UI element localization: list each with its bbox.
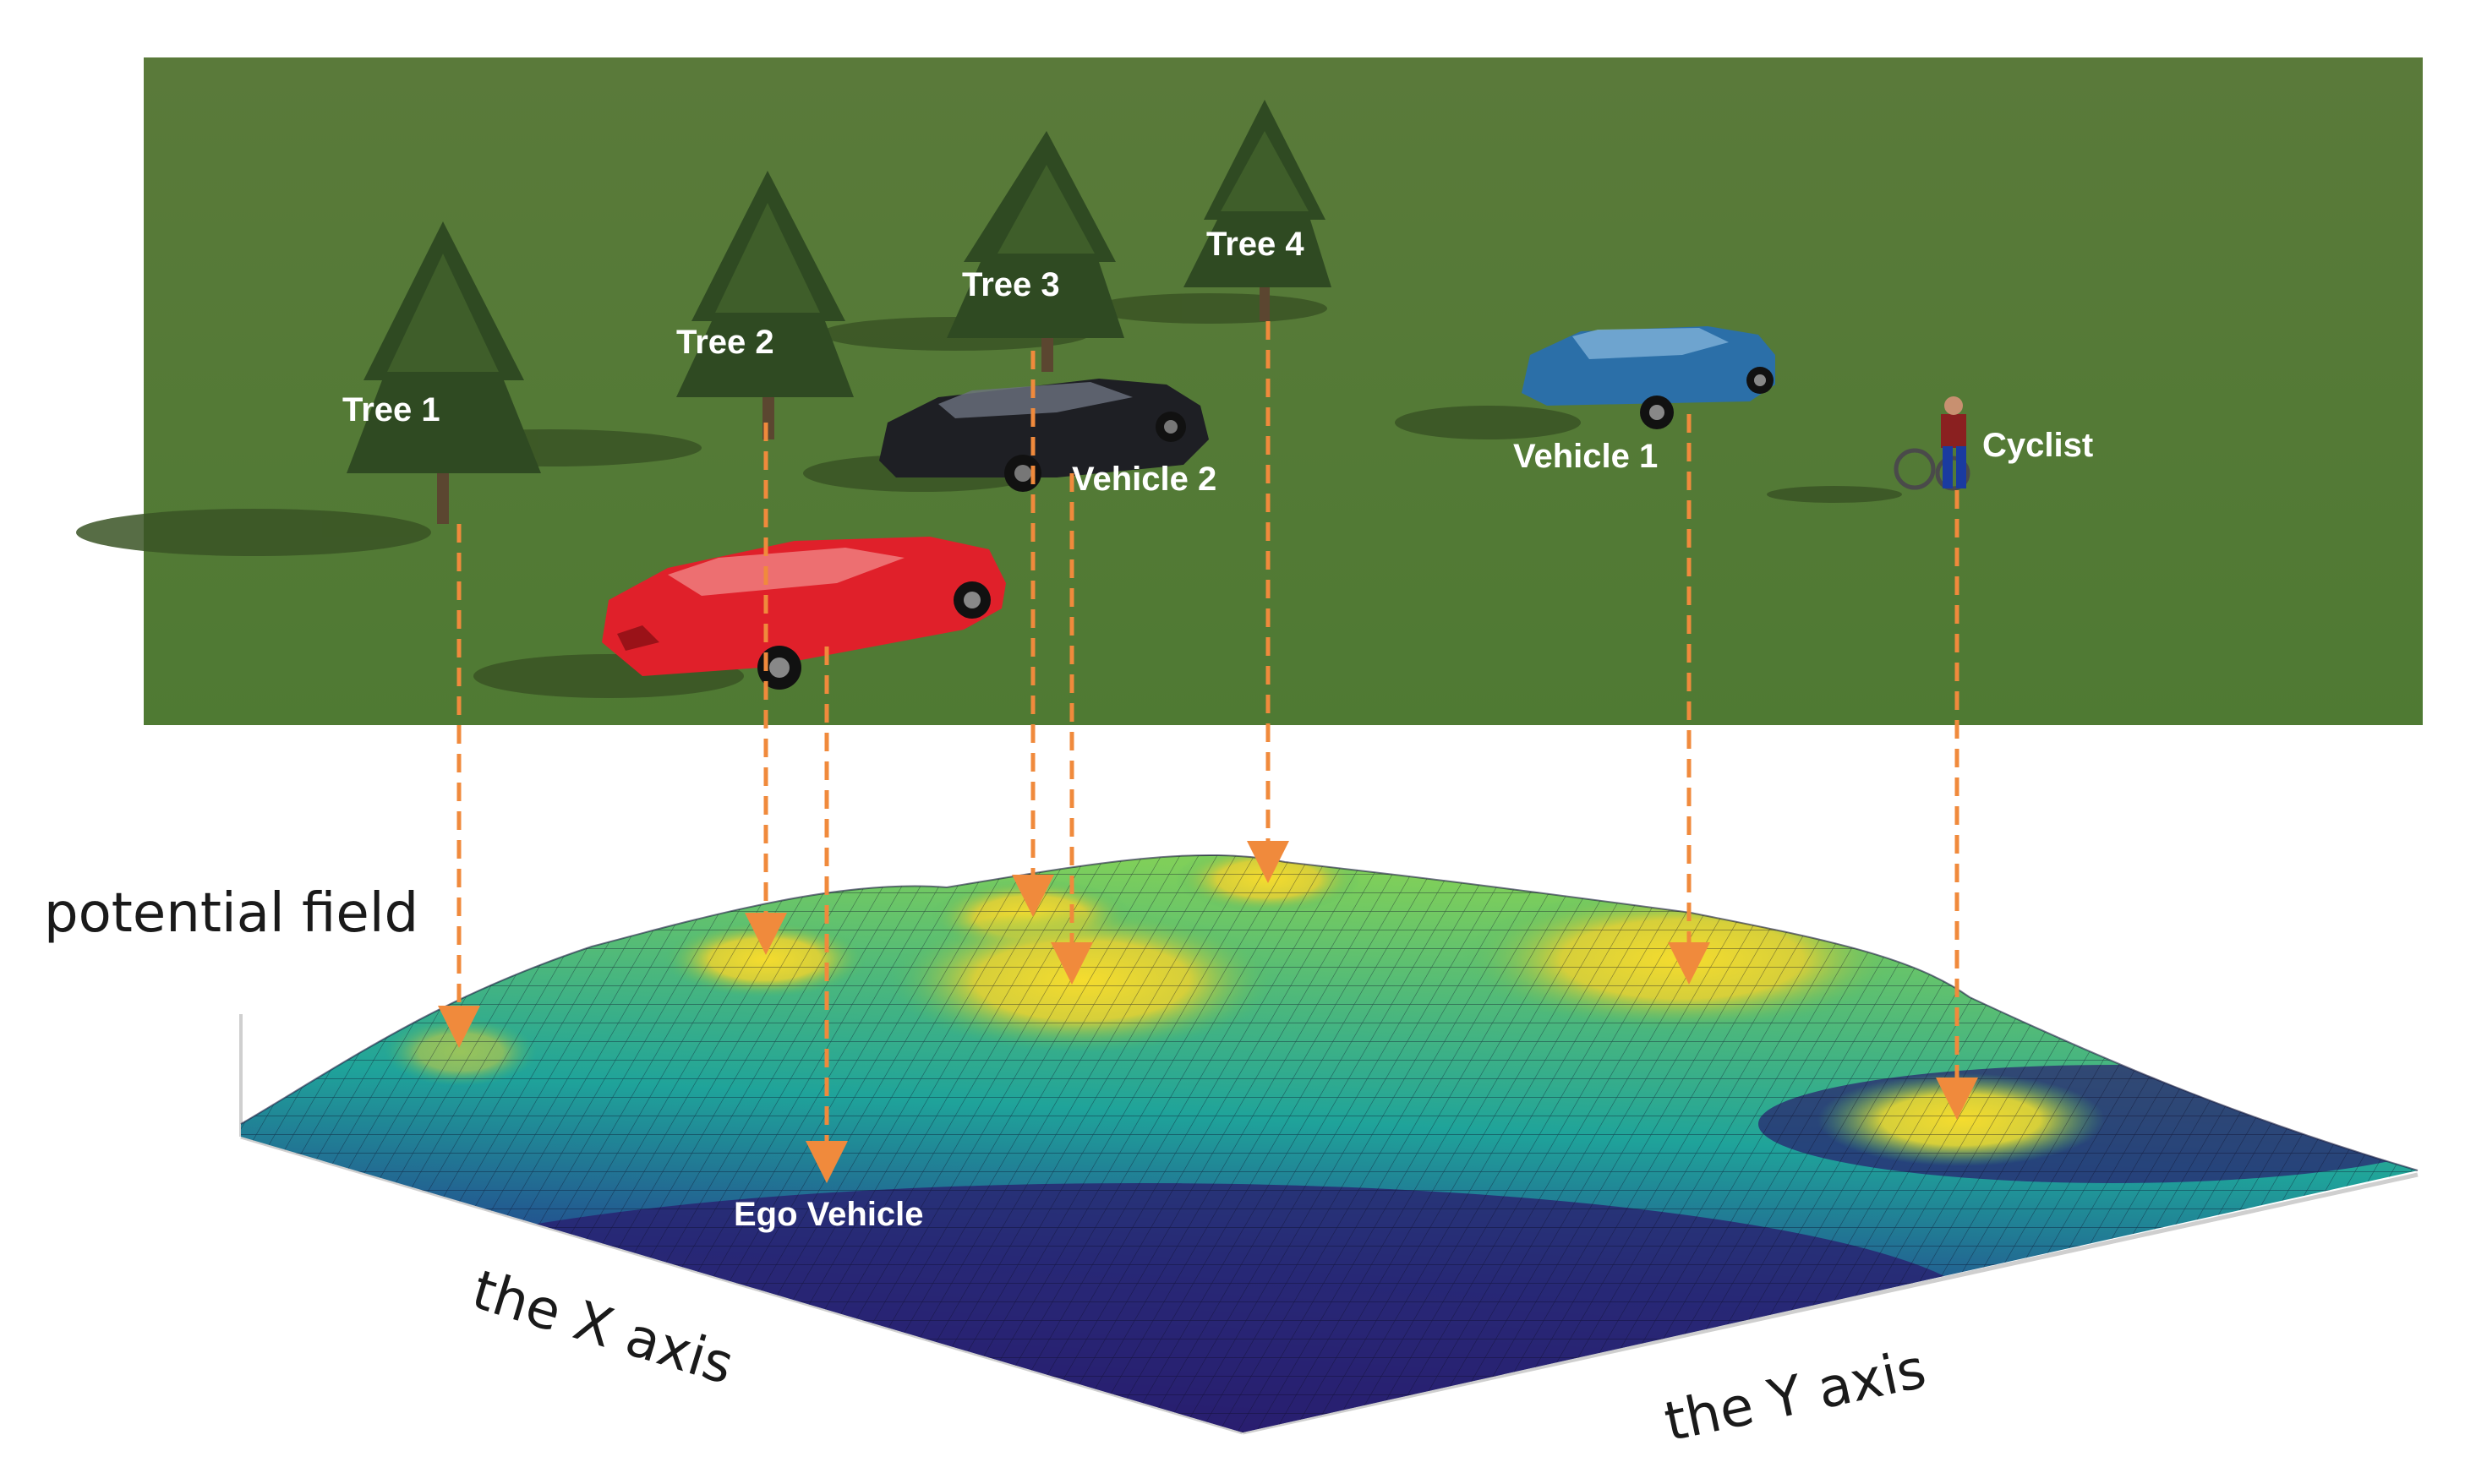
ego-vehicle-label: Ego Vehicle [734,1196,924,1233]
cyclist-graphic [1894,396,1970,491]
vehicle-2-label: Vehicle 2 [1072,461,1216,498]
tree-2-label: Tree 2 [676,324,774,361]
vehicle-1-label: Vehicle 1 [1513,438,1658,475]
tree-2-graphic [676,171,854,439]
vehicle-2-graphic [879,379,1209,492]
tree-1-label: Tree 1 [342,391,440,428]
tree-3-label: Tree 3 [962,266,1060,303]
tree-1-graphic [347,221,541,524]
y-axis-label: the Y axis [1659,1338,1932,1454]
tree-4-graphic [1183,100,1331,321]
ego-vehicle-graphic [602,537,1006,690]
potential-field-surface [239,854,2419,1435]
scene-panel: Tree 1 Tree 2 Tree 3 Tree 4 Vehicle 2 Ve… [76,57,2423,725]
tree-4-label: Tree 4 [1206,226,1304,263]
potential-field-label: potential field [44,882,418,945]
projection-arrows [438,321,1978,1183]
cyclist-label: Cyclist [1982,427,2093,464]
y-axis-line [1242,1172,2419,1435]
tree-3-graphic [947,131,1124,372]
x-axis-label: the X axis [465,1259,741,1398]
vehicle-1-graphic [1522,326,1775,429]
